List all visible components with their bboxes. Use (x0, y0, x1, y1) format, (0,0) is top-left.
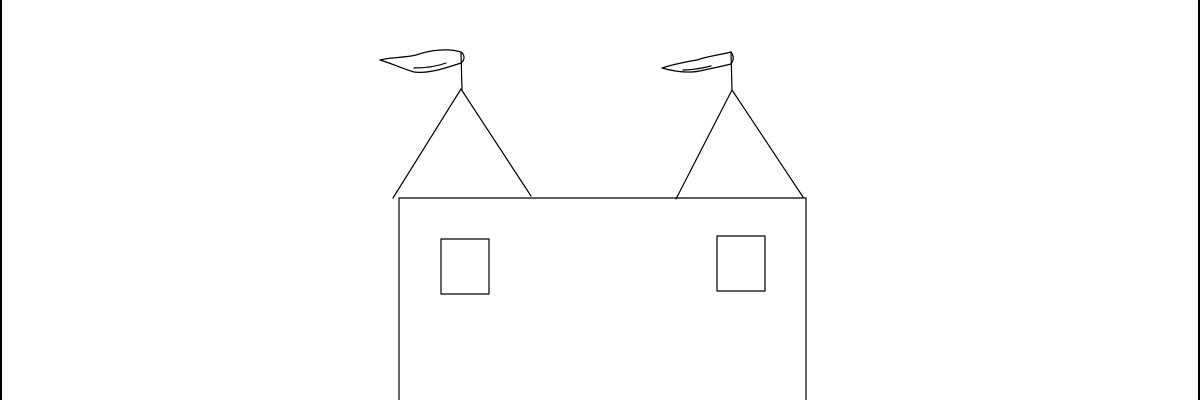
left-border-line (0, 0, 2, 400)
right-tower-roof (675, 89, 804, 200)
right-border-line (1198, 0, 1200, 400)
left-flag (379, 49, 465, 91)
right-window (716, 235, 766, 292)
left-window (440, 238, 490, 295)
right-flag-fold (682, 65, 712, 71)
castle-wall (398, 197, 807, 400)
right-flag-cloth (661, 51, 734, 73)
left-flagpole (460, 51, 463, 91)
left-flag-cloth (379, 49, 465, 73)
left-tower-roof (392, 88, 532, 199)
right-flagpole (730, 51, 733, 91)
left-flag-fold (413, 62, 447, 69)
right-flag (661, 51, 734, 91)
